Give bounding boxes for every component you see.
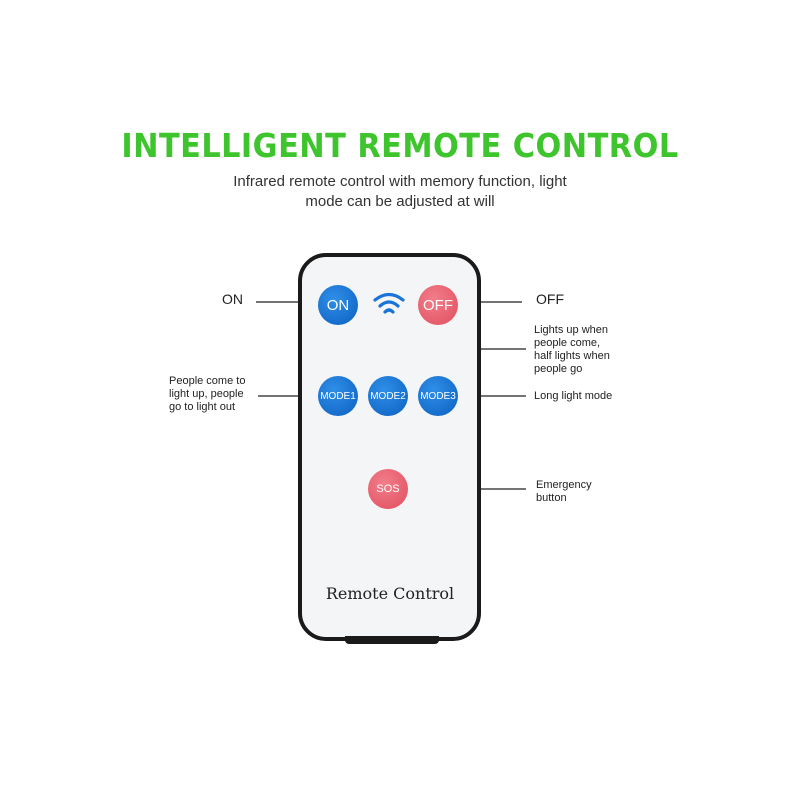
subtitle-line-1: Infrared remote control with memory func… <box>233 173 567 190</box>
subtitle-line-2: mode can be adjusted at will <box>305 193 495 210</box>
callout-mode2-line: half lights when <box>534 350 610 362</box>
callout-mode1-line: People come to <box>169 375 246 387</box>
mode1-button[interactable]: MODE1 <box>318 376 358 416</box>
callout-sos: Emergency button <box>536 479 592 505</box>
callout-mode1-line: light up, people <box>169 388 244 400</box>
callout-mode2-line: people go <box>534 363 583 375</box>
callout-mode2-line: Lights up when <box>534 324 608 336</box>
callout-on: ON <box>222 291 243 307</box>
on-button[interactable]: ON <box>318 285 358 325</box>
callout-mode3: Long light mode <box>534 390 613 402</box>
callout-mode1-line: go to light out <box>169 401 236 413</box>
wifi-signal-icon <box>373 292 405 314</box>
page-subtitle: Infrared remote control with memory func… <box>190 172 610 212</box>
remote-label: Remote Control <box>325 584 455 603</box>
page-title: INTELLIGENT REMOTE CONTROL <box>121 126 679 165</box>
callout-mode1: People come to light up, people go to li… <box>169 375 245 414</box>
sos-button[interactable]: SOS <box>368 469 408 509</box>
callout-off: OFF <box>536 291 564 307</box>
mode2-button[interactable]: MODE2 <box>368 376 408 416</box>
callout-sos-line: button <box>536 492 567 504</box>
callout-sos-line: Emergency <box>536 479 592 491</box>
mode3-button[interactable]: MODE3 <box>418 376 458 416</box>
callout-mode2-line: people come, <box>534 337 601 349</box>
remote-base <box>345 636 439 644</box>
off-button[interactable]: OFF <box>418 285 458 325</box>
callout-mode2: Lights up when people come, half lights … <box>534 324 610 376</box>
